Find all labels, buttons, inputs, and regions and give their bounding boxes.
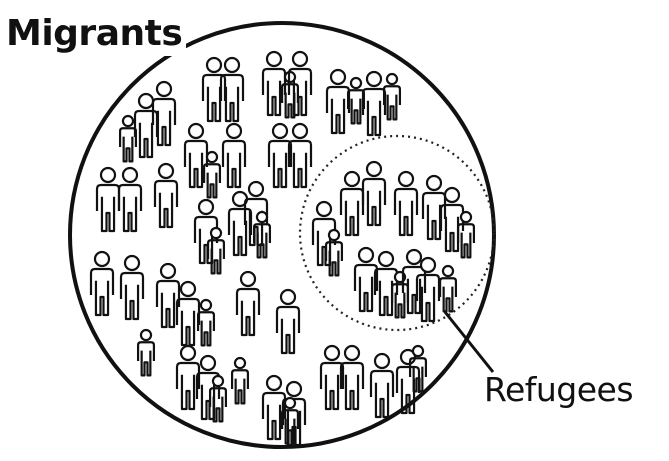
child-figure-icon bbox=[204, 152, 220, 197]
adult-figure-icon bbox=[363, 162, 385, 225]
adult-figure-icon bbox=[363, 72, 385, 135]
child-figure-icon bbox=[348, 78, 364, 123]
adult-figure-icon bbox=[155, 164, 177, 227]
adult-figure-icon bbox=[269, 124, 291, 187]
child-figure-icon bbox=[198, 300, 214, 345]
adult-figure-icon bbox=[97, 168, 119, 231]
adult-figure-icon bbox=[229, 192, 251, 255]
adult-figure-icon bbox=[157, 264, 179, 327]
adult-figure-icon bbox=[289, 124, 311, 187]
refugee-people-group bbox=[313, 162, 474, 321]
adult-figure-icon bbox=[223, 124, 245, 187]
adult-figure-icon bbox=[341, 172, 363, 235]
migrant-people-group bbox=[91, 52, 426, 445]
adult-figure-icon bbox=[341, 346, 363, 409]
adult-figure-icon bbox=[91, 252, 113, 315]
adult-figure-icon bbox=[321, 346, 343, 409]
adult-figure-icon bbox=[395, 172, 417, 235]
child-figure-icon bbox=[458, 212, 474, 257]
child-figure-icon bbox=[232, 358, 248, 403]
child-figure-icon bbox=[120, 116, 136, 161]
adult-figure-icon bbox=[441, 188, 463, 251]
migrants-label: Migrants bbox=[6, 14, 186, 56]
adult-figure-icon bbox=[371, 354, 393, 417]
adult-figure-icon bbox=[177, 346, 199, 409]
adult-figure-icon bbox=[263, 376, 285, 439]
child-figure-icon bbox=[384, 74, 400, 119]
adult-figure-icon bbox=[355, 248, 377, 311]
adult-figure-icon bbox=[119, 168, 141, 231]
adult-figure-icon bbox=[237, 272, 259, 335]
child-figure-icon bbox=[392, 272, 408, 317]
adult-figure-icon bbox=[177, 282, 199, 345]
child-figure-icon bbox=[440, 266, 456, 311]
adult-figure-icon bbox=[327, 70, 349, 133]
refugees-label: Refugees bbox=[484, 372, 633, 408]
child-figure-icon bbox=[208, 228, 224, 273]
adult-figure-icon bbox=[277, 290, 299, 353]
adult-figure-icon bbox=[121, 256, 143, 319]
adult-figure-icon bbox=[263, 52, 285, 115]
child-figure-icon bbox=[138, 330, 154, 375]
child-figure-icon bbox=[326, 230, 342, 275]
